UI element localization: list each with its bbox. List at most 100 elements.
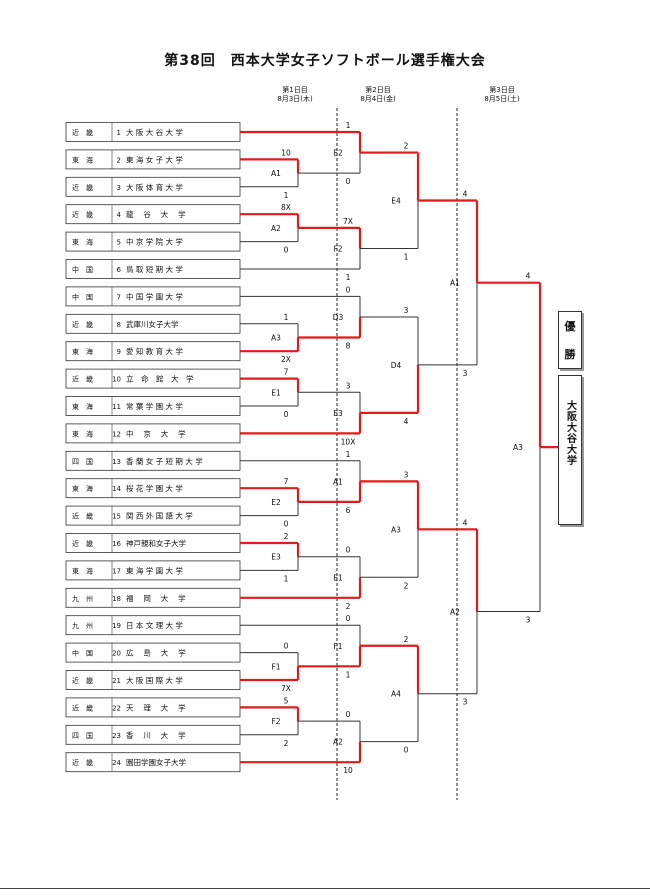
score: 3 [404,306,409,315]
team-name: 中 京 大 学 [126,428,186,438]
team-number: 6 [117,266,122,274]
team-region: 中 国 [72,292,93,301]
score: 0 [346,177,351,186]
match-label: F1 [333,642,342,651]
team-region: 四 国 [72,732,93,740]
score: 4 [526,272,531,281]
team-region: 東 海 [72,484,93,493]
team-number: 15 [112,513,121,521]
score: 2 [284,739,289,748]
team-number: 9 [117,348,121,356]
score: 0 [346,285,351,294]
score: 7X [281,684,291,693]
team-region: 中 国 [72,265,93,274]
match-label: F1 [271,662,280,671]
score: 1 [284,574,289,583]
team-name: 立 命 館 大 学 [126,374,194,384]
score: 3 [463,369,468,378]
score: 2 [404,581,409,590]
team-name: 鳥 取 短 期 大 学 [126,264,183,274]
score: 0 [346,546,351,555]
team-name: 日 本 文 理 大 学 [126,620,183,630]
team-name: 常 葉 学 園 大 学 [126,401,183,411]
champion-label-1: 優 [564,320,576,333]
score: 1 [346,670,351,679]
match-label: D4 [391,361,402,370]
team-name: 関 西 外 国 語 大 学 [126,511,193,521]
day2-date: 8月4日(金) [360,95,396,103]
team-name: 桜 花 学 園 大 学 [126,483,183,493]
score: 1 [404,252,409,261]
team-name: 中 国 学 園 大 学 [126,291,183,301]
score: 10X [341,437,356,446]
score: 1 [284,313,289,322]
team-region: 東 海 [72,402,93,411]
champion-name-box: 大阪大谷大学 [558,375,582,525]
team-region: 近 畿 [72,758,93,767]
team-name: 神戸親和女子大学 [126,538,186,548]
match-label: E2 [271,498,281,507]
score: 0 [284,520,289,529]
score: 3 [404,470,409,479]
score: 0 [284,410,289,419]
match-label: A1 [271,169,281,178]
match-label: A3 [391,525,401,534]
match-label: F2 [333,244,342,253]
score: 3 [463,698,468,707]
score: 4 [463,190,468,199]
team-number: 23 [112,732,121,740]
team-number: 19 [112,622,121,630]
day3-name: 第3日目 [489,86,515,94]
score: 0 [284,642,289,651]
team-number: 17 [112,567,121,575]
match-label: A3 [271,334,281,343]
team-region: 東 海 [72,347,93,356]
day1-header: 第1日目 8月3日(木) [250,86,340,104]
match-label: A1 [450,279,460,288]
match-label: E1 [333,573,343,582]
match-label: E2 [333,149,343,158]
match-label: A2 [333,738,343,747]
match-label: E4 [391,197,401,206]
match-label: E1 [271,388,281,397]
score: 3 [526,616,531,625]
champion-name: 大阪大谷大学 [564,400,576,466]
score: 3 [346,381,351,390]
team-name: 香 蘭 女 子 短 期 大 学 [126,456,203,466]
score: 4 [404,417,409,426]
team-name: 中 京 学 院 大 学 [126,237,183,247]
match-label: F2 [271,717,280,726]
score: 5 [284,696,289,705]
score: 10 [343,766,353,775]
score: 1 [346,450,351,459]
team-number: 13 [112,458,121,466]
team-number: 16 [112,540,121,548]
team-number: 24 [112,759,121,767]
team-region: 近 畿 [72,375,93,384]
day1-date: 8月3日(木) [277,95,313,103]
score: 2 [346,602,351,611]
team-number: 12 [112,430,121,438]
team-number: 1 [117,129,121,137]
team-name: 大 阪 体 育 大 学 [126,182,183,192]
score: 10 [281,148,291,157]
team-number: 3 [117,184,121,192]
team-region: 近 畿 [72,183,93,192]
team-name: 広 島 大 学 [126,648,186,658]
team-region: 東 海 [72,238,93,247]
score: 7X [343,217,353,226]
team-number: 8 [117,321,121,329]
day1-name: 第1日目 [282,86,308,94]
match-label: E3 [333,409,343,418]
day2-header: 第2日目 8月4日(金) [333,86,423,104]
team-region: 近 畿 [72,320,93,329]
score: 1 [346,121,351,130]
match-label: E3 [271,553,281,562]
team-region: 九 州 [72,594,93,603]
score: 0 [346,710,351,719]
match-label: A3 [513,443,523,452]
team-region: 近 畿 [72,703,93,712]
team-name: 愛 知 教 育 大 学 [126,346,183,356]
team-name: 龍 谷 大 学 [126,209,186,219]
day3-date: 8月5日(土) [484,95,520,103]
